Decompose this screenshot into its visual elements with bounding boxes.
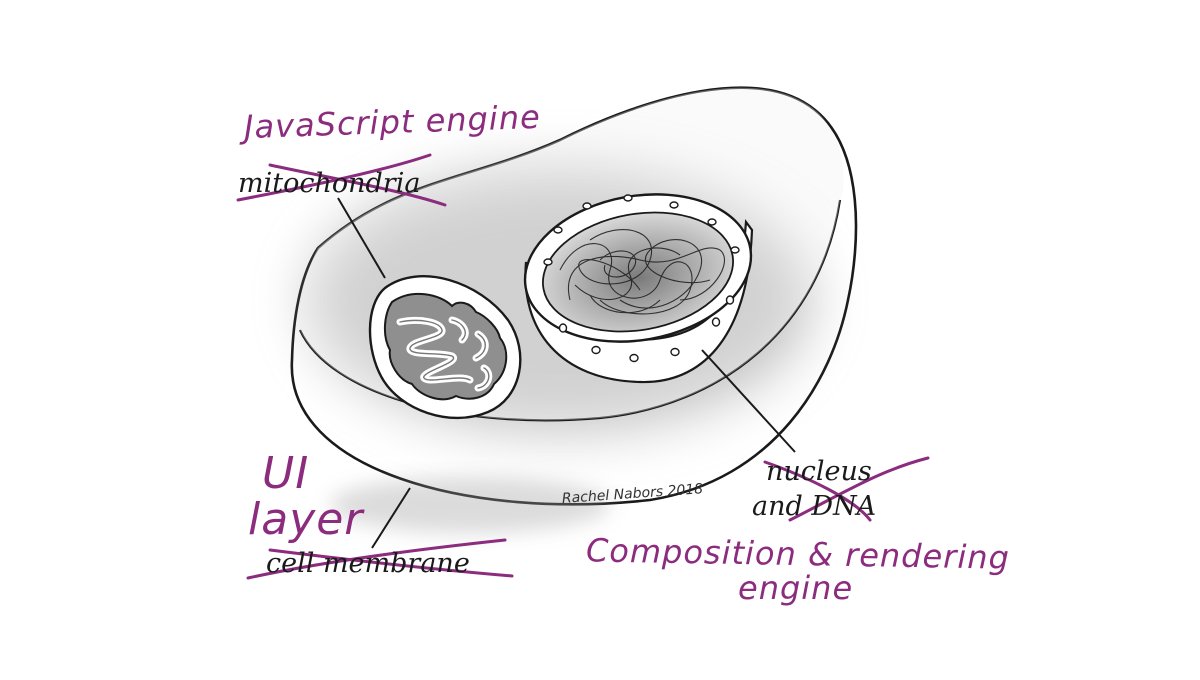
membrane-shadow (330, 477, 610, 533)
nucleus-interior (542, 211, 734, 333)
strike-nucleus-2 (788, 456, 930, 522)
strike-membrane-2 (268, 548, 514, 578)
label-javascript-engine: JavaScript engine (243, 97, 542, 147)
label-composition-rendering: Composition & rendering (585, 531, 1011, 577)
label-ui-line1: UI (262, 448, 310, 499)
nucleus-pores (543, 194, 740, 363)
label-engine: engine (738, 569, 854, 607)
dna-strands (559, 229, 726, 315)
label-nucleus-line2: and DNA (752, 491, 877, 522)
label-cell-membrane: cell membrane (266, 548, 470, 579)
label-layer-line2: layer (248, 494, 364, 545)
strike-nucleus (763, 460, 872, 522)
mitochondria-leader (337, 197, 386, 279)
cell-inner-rim (299, 199, 842, 422)
strike-mitochondria-2 (268, 163, 447, 207)
strike-membrane (246, 538, 507, 580)
mitochondria-cristae-outline (399, 319, 490, 389)
membrane-leader (371, 487, 411, 549)
label-mitochondria: mitochondria (238, 168, 421, 199)
label-nucleus-line1: nucleus (766, 456, 872, 487)
nucleus-leader (701, 349, 796, 453)
